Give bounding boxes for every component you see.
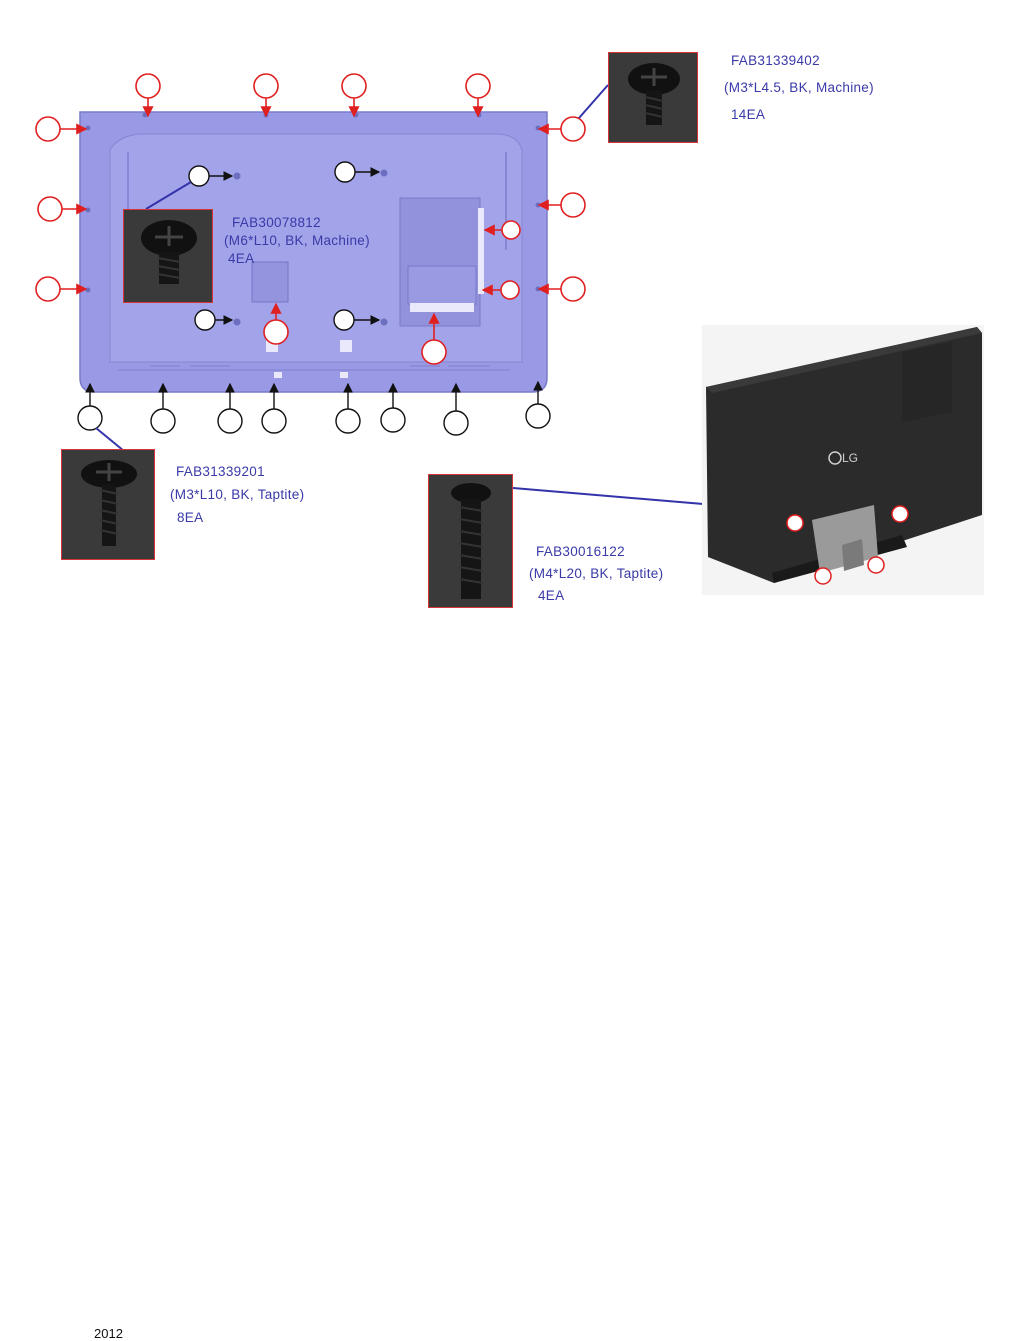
screw-quantity: 4EA [529,585,663,606]
screw-photo-top [608,52,698,143]
screw-spec: (M3*L10, BK, Taptite) [170,484,304,505]
screw-photo-stand [428,474,513,608]
screw-quantity: 8EA [170,507,304,528]
label-screw-top: FAB31339402 (M3*L4.5, BK, Machine) 14EA [724,50,874,125]
part-number: FAB30016122 [529,541,663,562]
screw-quantity: 4EA [224,248,370,269]
screw-icon [124,210,213,303]
screw-quantity: 14EA [724,104,874,125]
footer-year: 2012 [94,1326,123,1341]
screw-icon [609,53,698,143]
screw-spec: (M4*L20, BK, Taptite) [529,563,663,584]
screw-photo-bottom [61,449,155,560]
part-number: FAB31339201 [170,461,304,482]
tv-rear-photo: LG [702,325,984,595]
label-screw-mid: FAB30078812 (M6*L10, BK, Machine) 4EA [224,212,370,269]
screw-icon [62,450,155,560]
tv-rear-illustration: LG [702,325,984,595]
screw-photo-mid [123,209,213,303]
screw-icon [429,475,513,608]
tv-logo-text: LG [842,451,858,465]
screw-spec: (M3*L4.5, BK, Machine) [724,77,874,98]
label-screw-stand: FAB30016122 (M4*L20, BK, Taptite) 4EA [529,541,663,606]
part-number: FAB31339402 [724,50,874,71]
label-screw-bottom: FAB31339201 (M3*L10, BK, Taptite) 8EA [170,461,304,528]
